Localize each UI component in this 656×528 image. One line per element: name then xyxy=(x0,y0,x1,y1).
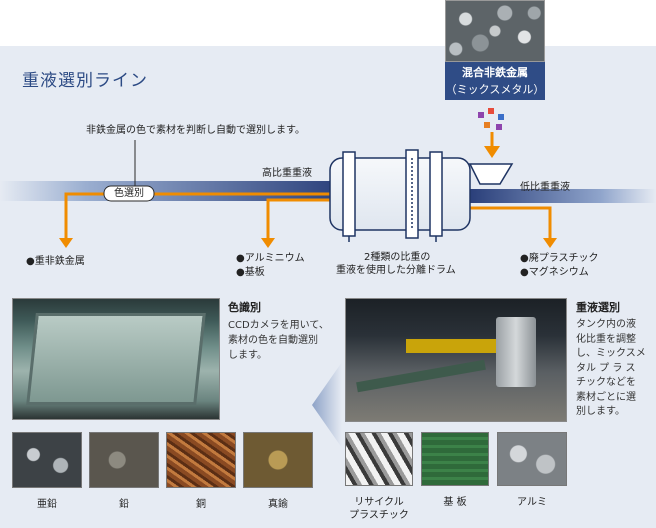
heavy-sorting-text-6: 素材ごとに選 xyxy=(576,391,636,403)
output-board: ●基板 xyxy=(236,267,265,278)
heavy-sorting-text: タンク内の液 化比重を調整 し、ミックスメ タル プ ラ ス チックなどを 素材… xyxy=(576,318,646,420)
mixed-metal-photo xyxy=(445,0,545,62)
heavy-sorting-text-5: チックなどを xyxy=(576,377,636,388)
thumb-recycled-plastic xyxy=(345,432,413,486)
thumb-copper-label: 銅 xyxy=(196,499,206,510)
thumb-lead-label: 鉛 xyxy=(119,499,129,510)
band-left xyxy=(0,181,345,201)
color-sorting-text-1: CCDカメラを用いて、 xyxy=(228,320,329,331)
thumb-zinc xyxy=(12,432,82,488)
thumb-recycled-label-2: プラスチック xyxy=(349,510,409,521)
mixed-metal-label-line1: 混合非鉄金属 xyxy=(462,66,528,79)
color-sorting-heading: 色識別 xyxy=(228,301,261,314)
thumb-aluminum-label: アルミ xyxy=(517,497,547,508)
thumb-brass-label: 真鍮 xyxy=(268,499,288,510)
mixed-metal-label: 混合非鉄金属 （ミックスメタル） xyxy=(445,62,545,100)
color-sorting-text-2: 素材の色を自動選別 xyxy=(228,335,318,346)
color-sort-tag: 色選別 xyxy=(114,188,144,199)
orange-flows xyxy=(64,132,552,238)
heavy-sorting-text-2: 化比重を調整 xyxy=(576,333,636,345)
particles xyxy=(478,108,504,130)
output-heavy: ●重非鉄金属 xyxy=(26,256,85,267)
output-magnesium: ●マグネシウム xyxy=(520,267,589,278)
color-sorting-text: CCDカメラを用いて、 素材の色を自動選別 します。 xyxy=(228,318,329,363)
heavy-sorting-text-3: し、ミックスメ xyxy=(576,348,646,359)
big-left-arrow xyxy=(312,362,342,448)
low-sg-label: 低比重重液 xyxy=(520,182,570,193)
high-sg-label: 高比重重液 xyxy=(262,168,312,179)
output-aluminum: ●アルミニウム xyxy=(236,253,305,264)
instruction-text: 非鉄金属の色で素材を判断し自動で選別します。 xyxy=(86,125,305,136)
heavy-sorting-text-7: 別します。 xyxy=(576,406,625,417)
color-sorting-text-3: します。 xyxy=(228,350,267,361)
orange-arrowheads xyxy=(59,146,557,248)
thumb-board xyxy=(421,432,489,486)
page-title: 重液選別ライン xyxy=(22,71,148,91)
thumb-aluminum xyxy=(497,432,567,486)
heavy-sorting-text-4: タル プ ラ ス xyxy=(576,362,636,374)
output-plastic: ●廃プラスチック xyxy=(520,253,599,264)
thumb-lead xyxy=(89,432,159,488)
hopper xyxy=(468,163,514,185)
band-right xyxy=(470,189,656,203)
heavy-sorting-text-1: タンク内の液 xyxy=(576,319,636,330)
mixed-metal-label-line2: （ミックスメタル） xyxy=(445,83,545,96)
separation-drum xyxy=(329,149,471,242)
thumb-board-label: 基 板 xyxy=(443,497,467,508)
color-sorting-photo xyxy=(12,298,220,420)
thumb-recycled-label-1: リサイクル xyxy=(354,497,404,508)
thumb-zinc-label: 亜鉛 xyxy=(37,499,57,510)
drum-caption-2: 重液を使用した分離ドラム xyxy=(336,265,456,276)
thumb-copper xyxy=(166,432,236,488)
heavy-sorting-heading: 重液選別 xyxy=(576,301,620,314)
color-sort-tag-box xyxy=(103,185,155,202)
drum-caption-1: 2種類の比重の xyxy=(364,252,431,263)
heavy-liquid-plant-photo xyxy=(345,298,567,422)
thumb-brass xyxy=(243,432,313,488)
